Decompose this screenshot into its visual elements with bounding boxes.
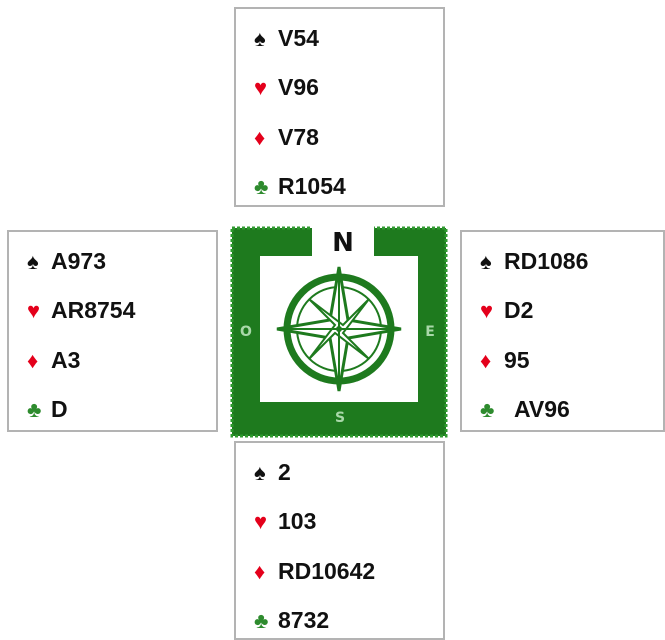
south-clubs-row: ♣8732 (254, 606, 329, 635)
north-label: N (332, 228, 354, 258)
east-clubs-row: ♣AV96 (480, 395, 570, 424)
diamond-icon: ♦ (254, 124, 278, 152)
west-spades: A973 (51, 248, 106, 274)
south-label: S (335, 410, 345, 426)
south-spades: 2 (278, 459, 291, 485)
diamond-icon: ♦ (480, 347, 504, 375)
east-label: E (425, 324, 435, 340)
west-diamonds-row: ♦A3 (27, 346, 80, 375)
east-spades-row: ♠RD1086 (480, 247, 588, 276)
club-icon: ♣ (254, 607, 278, 635)
west-clubs: D (51, 396, 68, 422)
diamond-icon: ♦ (27, 347, 51, 375)
south-hand: ♠2 ♥103 ♦RD10642 ♣8732 (234, 441, 445, 640)
north-diamonds-row: ♦V78 (254, 123, 319, 152)
club-icon: ♣ (254, 173, 278, 201)
west-hearts: AR8754 (51, 297, 135, 323)
west-hand: ♠A973 ♥AR8754 ♦A3 ♣D (7, 230, 218, 432)
north-clubs: R1054 (278, 173, 346, 199)
west-diamonds: A3 (51, 347, 80, 373)
west-clubs-row: ♣D (27, 395, 68, 424)
spade-icon: ♠ (27, 248, 51, 276)
spade-icon: ♠ (254, 459, 278, 487)
west-spades-row: ♠A973 (27, 247, 106, 276)
south-clubs: 8732 (278, 607, 329, 633)
heart-icon: ♥ (27, 297, 51, 325)
west-hearts-row: ♥AR8754 (27, 296, 135, 325)
east-hand: ♠RD1086 ♥D2 ♦95 ♣AV96 (460, 230, 665, 432)
heart-icon: ♥ (480, 297, 504, 325)
east-diamonds-row: ♦95 (480, 346, 530, 375)
club-icon: ♣ (27, 396, 51, 424)
south-hearts: 103 (278, 508, 316, 534)
east-hearts-row: ♥D2 (480, 296, 533, 325)
diamond-icon: ♦ (254, 558, 278, 586)
heart-icon: ♥ (254, 74, 278, 102)
compass-rose-icon: N S E O (230, 226, 448, 438)
north-spades-row: ♠V54 (254, 24, 319, 53)
east-spades: RD1086 (504, 248, 588, 274)
heart-icon: ♥ (254, 508, 278, 536)
north-hearts-row: ♥V96 (254, 73, 319, 102)
south-spades-row: ♠2 (254, 458, 291, 487)
north-diamonds: V78 (278, 124, 319, 150)
west-label: O (240, 324, 252, 340)
south-hearts-row: ♥103 (254, 507, 316, 536)
north-spades: V54 (278, 25, 319, 51)
north-hearts: V96 (278, 74, 319, 100)
spade-icon: ♠ (254, 25, 278, 53)
north-clubs-row: ♣R1054 (254, 172, 346, 201)
east-clubs: AV96 (514, 396, 570, 422)
east-hearts: D2 (504, 297, 533, 323)
club-icon: ♣ (480, 396, 514, 424)
south-diamonds-row: ♦RD10642 (254, 557, 375, 586)
spade-icon: ♠ (480, 248, 504, 276)
south-diamonds: RD10642 (278, 558, 375, 584)
north-hand: ♠V54 ♥V96 ♦V78 ♣R1054 (234, 7, 445, 207)
east-diamonds: 95 (504, 347, 530, 373)
